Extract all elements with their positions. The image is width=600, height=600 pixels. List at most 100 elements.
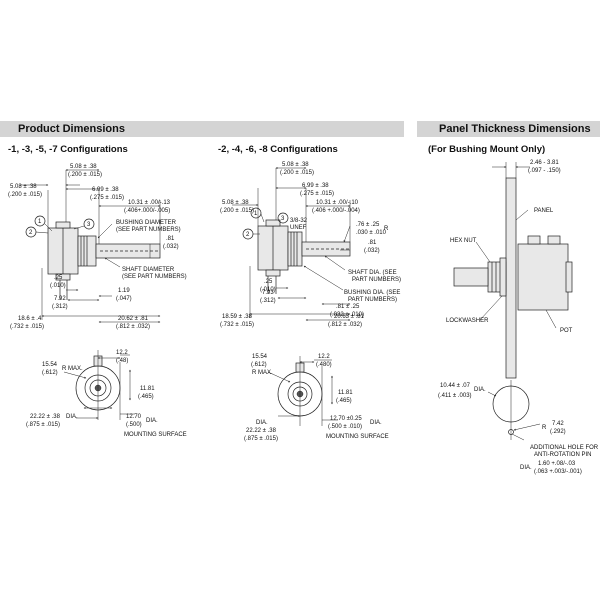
pin-hole-dim-in: (.063 +.003/-.001): [534, 469, 582, 475]
config-b-shaft-note-1: SHAFT DIA. (SEE: [348, 270, 397, 276]
pot-body-panel: [517, 243, 569, 311]
config-b-dim-11-in: (.812 ± .032): [328, 322, 362, 328]
config-a-bushing-note-2: (SEE PART NUMBERS): [116, 227, 181, 233]
config-a-dim-5-in: (.032): [163, 244, 179, 250]
config-b-dim-6-in: (.032): [364, 248, 380, 254]
config-a-dim-3: 6.99 ± .38: [92, 187, 119, 193]
panel-side-view: [453, 162, 573, 379]
config-a-front-dim-4: 22.22 ± .38: [30, 414, 61, 420]
config-b-dim-8: .81 ± .25: [336, 304, 360, 310]
config-b-dim-1-in: (.200 ± .015): [220, 208, 254, 214]
config-b-dim-9-in: (.312): [260, 298, 276, 304]
config-a-side-view: [20, 169, 161, 323]
config-a-callout-1: 1: [38, 219, 42, 225]
config-a-front-dim-4-dia: DIA.: [66, 414, 78, 420]
config-b-dim-10-in: (.732 ± .015): [220, 322, 254, 328]
config-a-dim-8-in: (.312): [52, 304, 68, 310]
bushing-b: [287, 231, 303, 267]
config-b-shaft-note-2: PART NUMBERS): [352, 277, 401, 283]
config-b-dim-5-in: .030 ± .010: [356, 230, 387, 236]
config-a-front-dim-2: 15.54: [42, 362, 58, 368]
config-a-front-dim-4-in: (.875 ± .015): [26, 422, 60, 428]
config-a-title: -1, -3, -5, -7 Configurations: [8, 144, 128, 155]
radius-dim: 7.42: [552, 421, 564, 427]
panel-thickness-dim: 2.46 - 3.81: [530, 160, 559, 166]
additional-hole-note-1: ADDITIONAL HOLE FOR: [530, 445, 599, 451]
config-b-front-dim-4-dia: DIA.: [256, 420, 268, 426]
config-a-dim-8: 7.92: [54, 296, 66, 302]
config-a-dim-2-in: (.200 ± .015): [68, 172, 102, 178]
panel-side-labels: 2.46 - 3.81 (.097 - .150) PANEL HEX NUT …: [446, 160, 573, 334]
lockwasher-label: LOCKWASHER: [446, 318, 489, 324]
panel-thickness-dim-in: (.097 - .150): [528, 168, 561, 174]
config-a-front-dim-1: 12.2: [116, 350, 128, 356]
panel-label: PANEL: [534, 208, 554, 214]
config-b-dim-3-in: (.275 ± .015): [300, 191, 334, 197]
config-a-dim-7-in: (.047): [116, 296, 132, 302]
config-b-callout-2: 2: [246, 232, 250, 238]
config-b-bushing-note-2: PART NUMBERS): [348, 297, 397, 303]
config-b-front-dim-2-in: (.612): [251, 362, 267, 368]
additional-hole-note-2: ANTI-ROTATION PIN: [534, 452, 591, 458]
config-b-dim-7: .25: [264, 279, 273, 285]
hex-nut-label: HEX NUT: [450, 238, 477, 244]
config-a-front-dim-3-in: (.465): [138, 394, 154, 400]
config-b-dim-11: 20.63 ± .81: [334, 314, 365, 320]
config-b-front-dim-4-in: (.875 ± .015): [244, 436, 278, 442]
config-b-mounting-surface: MOUNTING SURFACE: [326, 434, 389, 440]
config-b-thread-1: 3/8-32: [290, 218, 308, 224]
config-a-front-view: [63, 350, 135, 420]
config-b-front-view: [267, 356, 338, 426]
config-a-front-dim-5-dia: DIA.: [146, 418, 158, 424]
config-b-front-dim-1: 12.2: [318, 354, 330, 360]
config-b-dim-10: 18.59 ± .38: [222, 314, 253, 320]
config-b-front-dim-5-in: (.500 ± .010): [328, 424, 362, 430]
panel-thickness-header: Panel Thickness Dimensions: [417, 121, 600, 137]
radius-dim-r: R: [542, 425, 547, 431]
panel-cutout-view: [487, 380, 541, 441]
config-b-side-view: [232, 167, 351, 321]
config-b-front-dim-4: 22.22 ± .38: [246, 428, 277, 434]
config-b-front-labels: 12.2 (.480) 15.54 (.612) R MAX. 11.81 (.…: [244, 354, 389, 442]
config-a-dim-6: .25: [54, 275, 63, 281]
config-a-callout-2: 2: [29, 230, 33, 236]
config-b-front-dim-3-in: (.465): [336, 398, 352, 404]
config-a-dim-10: 20.62 ± .81: [118, 316, 149, 322]
config-b-dim-7-in: (.010): [260, 287, 276, 293]
config-a-front-dim-3: 11.81: [140, 386, 155, 392]
config-a-labels: 1 2 3 5.08 ± .38 (.200 ± .015) 5.08 ± .3…: [8, 164, 187, 330]
config-a-dim-4-in: (.406+.000/-.005): [124, 208, 170, 214]
config-b-labels: 1 2 3 5.08 ± .38 (.200 ± .015) 5.08 ± .3…: [220, 162, 401, 328]
config-b-callout-3: 3: [281, 216, 285, 222]
config-b-front-dim-5-dia: DIA.: [370, 420, 382, 426]
config-a-front-dim-5-in: (.500): [126, 422, 142, 428]
config-b-dim-8-in: (.032 ± .010): [330, 312, 364, 318]
config-b-dim-1: 5.08 ± .38: [222, 200, 249, 206]
config-b-front-dim-5: 12.70 ±0.25: [330, 416, 362, 422]
panel-plate: [505, 177, 517, 379]
config-a-dim-5: .81: [166, 236, 175, 242]
config-b-dim-6: .81: [368, 240, 377, 246]
config-a-dim-6-in: (.010): [50, 283, 66, 289]
config-a-dim-4: 10.31 ± .00/-.13: [128, 200, 171, 206]
config-b-dim-2: 5.08 ± .38: [282, 162, 309, 168]
config-b-dim-4: 10.31 ± .00/-.10: [316, 200, 359, 206]
pin-hole-dim-dia: DIA.: [520, 465, 532, 471]
config-a-dim-2: 5.08 ± .38: [70, 164, 97, 170]
config-a-front-labels: 12.2 (.48) 15.54 R MAX. (.612) 11.81 (.4…: [26, 350, 187, 438]
config-b-callout-1: 1: [254, 211, 258, 217]
config-b-dim-5: .76 ± .25: [356, 222, 380, 228]
config-b-front-dim-2: 15.54: [252, 354, 268, 360]
config-b-front-dim-2-rmax: R MAX.: [252, 370, 273, 376]
config-b-thread-2: UNEF: [290, 225, 307, 231]
config-a-dim-1-in: (.200 ± .015): [8, 192, 42, 198]
config-b-dim-9: 7.93: [262, 290, 274, 296]
hole-dim-in: (.411 ± .003): [438, 393, 472, 399]
anti-rotation-hole: [508, 429, 514, 435]
product-dimensions-header: Product Dimensions: [0, 121, 404, 137]
config-a-mounting-surface: MOUNTING SURFACE: [124, 432, 187, 438]
lockwasher-panel: [499, 257, 507, 297]
pin-hole-dim: 1.60 +.08/-.03: [538, 461, 576, 467]
config-a-bushing-note-1: BUSHING DIAMETER: [116, 220, 177, 226]
